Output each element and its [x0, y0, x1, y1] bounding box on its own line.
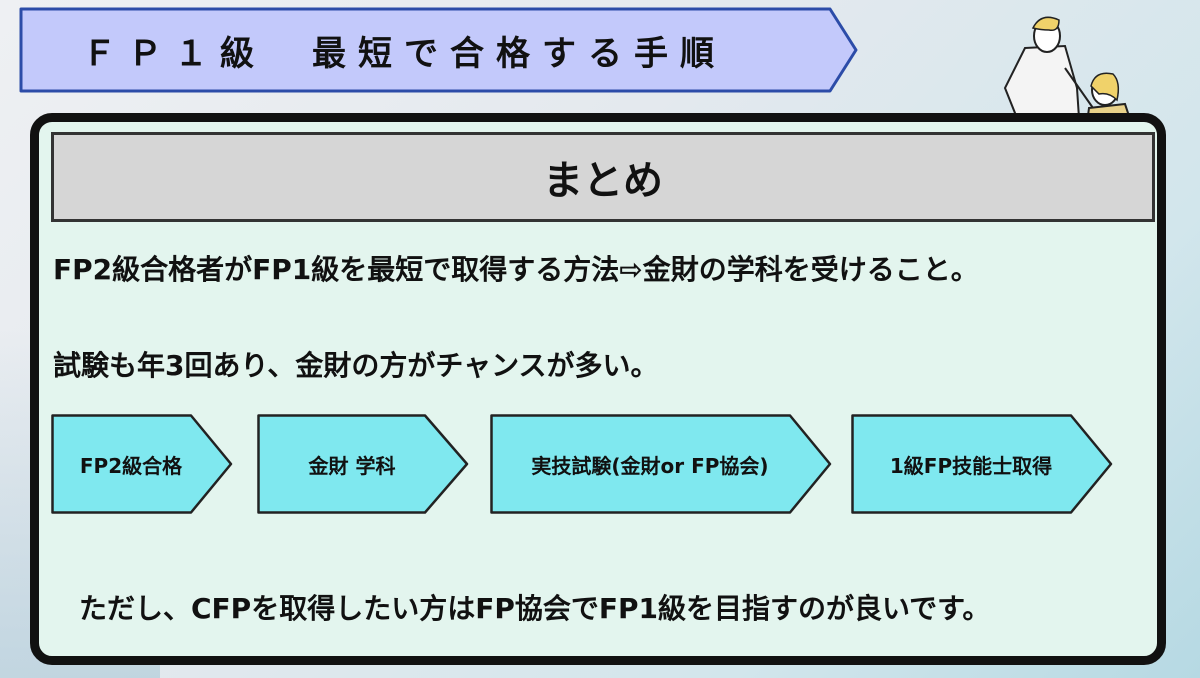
step-4-label: 1級FP技能士取得 [889, 453, 1053, 478]
step-3-label: 実技試験(金財or FP協会) [531, 453, 769, 478]
step-4: 1級FP技能士取得 [851, 414, 1113, 514]
step-1-label: FP2級合格 [79, 453, 183, 478]
summary-line-2: 試験も年3回あり、金財の方がチャンスが多い。 [53, 349, 659, 382]
step-1-arrow-shape [51, 414, 233, 514]
step-2: 金財 学科 [257, 414, 469, 514]
summary-line-3: ただし、CFPを取得したい方はFP協会でFP1級を目指すのが良いです。 [79, 592, 991, 625]
step-3-arrow-shape [490, 414, 832, 514]
page-title: ＦＰ１級 最短で合格する手順 [82, 33, 726, 74]
step-3: 実技試験(金財or FP協会) [490, 414, 832, 514]
step-2-label: 金財 学科 [308, 453, 396, 478]
step-4-arrow-shape [851, 414, 1113, 514]
title-banner-shape [19, 7, 858, 93]
summary-line-1: FP2級合格者がFP1級を最短で取得する方法⇨金財の学科を受けること。 [53, 253, 979, 286]
step-1: FP2級合格 [51, 414, 233, 514]
summary-panel: まとめ FP2級合格者がFP1級を最短で取得する方法⇨金財の学科を受けること。 … [30, 113, 1166, 665]
title-banner: ＦＰ１級 最短で合格する手順 [18, 6, 860, 94]
summary-header: まとめ [51, 132, 1155, 222]
step-2-arrow-shape [257, 414, 469, 514]
